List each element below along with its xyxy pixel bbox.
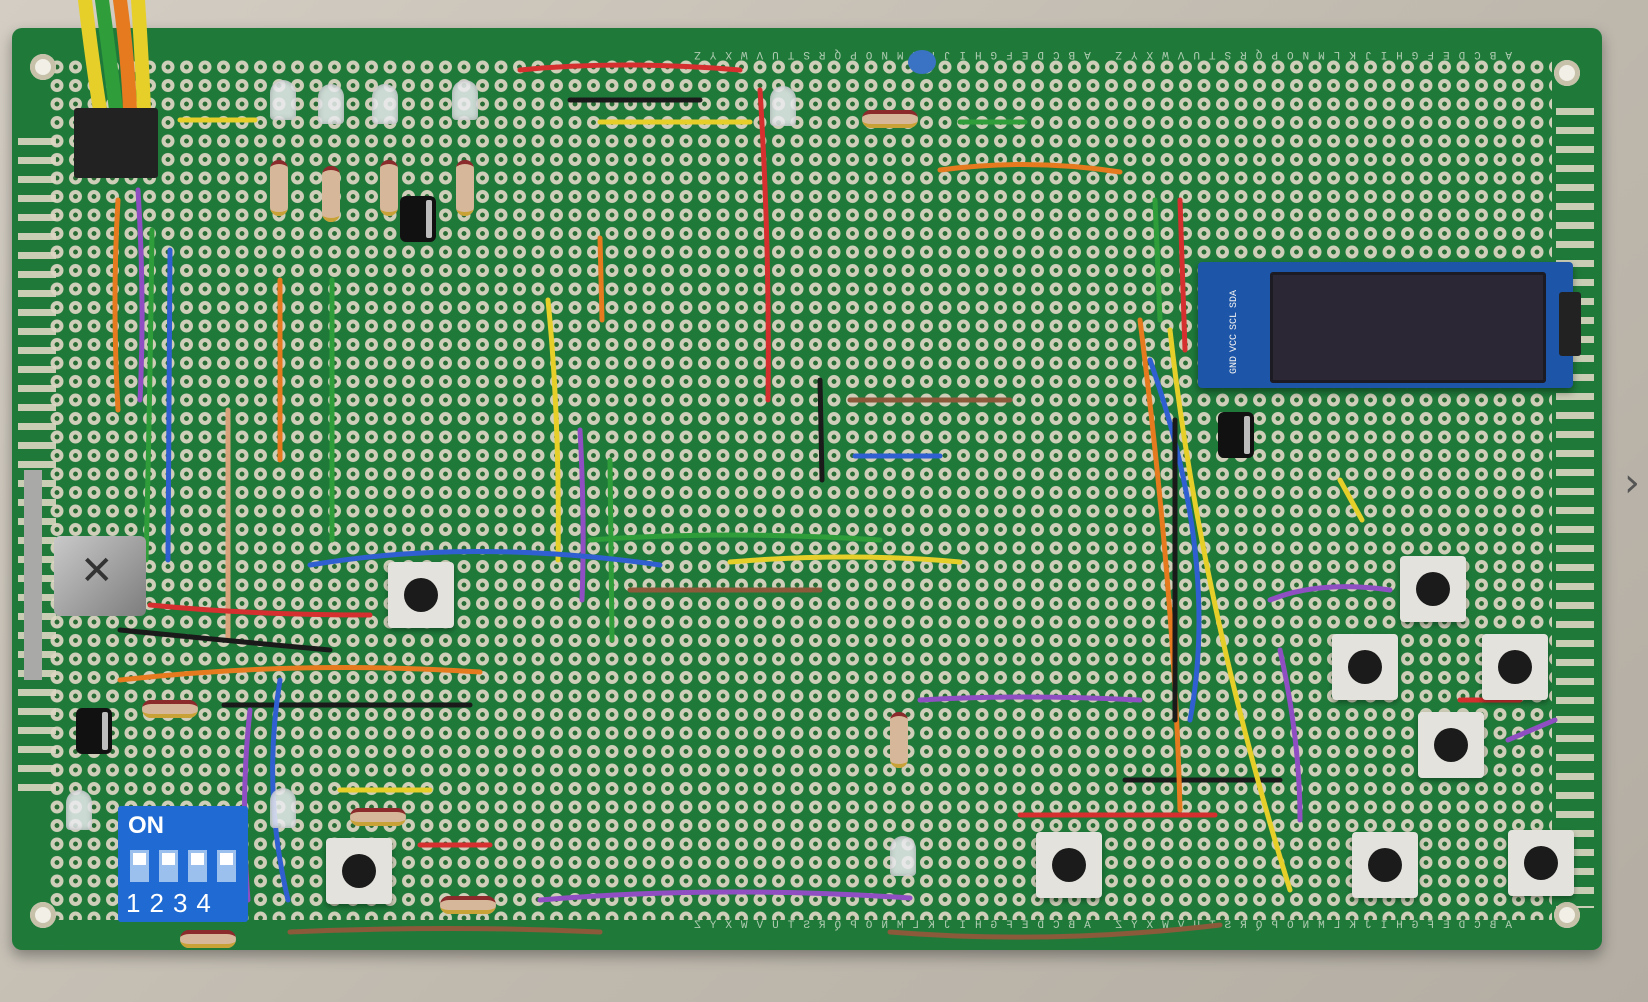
wire-brown [887,922,1223,940]
wire-red [1177,197,1188,353]
electrolytic-capacitor [1218,412,1254,458]
resistor [862,110,918,128]
wire-orange [597,235,605,323]
right-edge-slots [1556,108,1594,908]
wire-red [147,602,373,618]
tactile-button [1400,556,1466,622]
perfboard-hole-grid [48,58,1552,920]
tactile-button [1352,832,1418,898]
dip-lever [188,850,207,882]
dip-position-number: 3 [172,888,188,918]
led-clear [66,790,92,830]
wire-purple [577,427,586,603]
wire-blue [165,247,173,563]
dip-switch: ON 1 2 3 4 [118,806,248,922]
tactile-button [326,838,392,904]
led-clear [890,836,916,876]
wire-orange [937,161,1123,175]
tactile-button [1332,634,1398,700]
wire-purple [1267,584,1393,603]
dip-position-number: 1 [126,888,141,918]
wire-blue [1147,357,1202,723]
wire-red [517,62,743,73]
electrolytic-capacitor [76,708,112,754]
oled-display-module: SDA SCL VCC GND [1198,262,1581,388]
mounting-hole [1554,60,1580,86]
tactile-button [1418,712,1484,778]
oled-pin-labels: SDA SCL VCC GND [1220,282,1250,374]
tactile-button [1508,830,1574,896]
tactile-button [1036,832,1102,898]
oled-flex-cable [1559,292,1581,356]
wire-orange [112,197,121,413]
wire-yellow [1167,327,1293,893]
left-edge-slots [18,138,56,798]
resistor [890,712,908,768]
oled-pin-label: GND [1229,355,1240,374]
wire-yellow [1337,477,1365,523]
wire-black [117,627,333,653]
led-clear [452,80,478,120]
wire-purple [1277,647,1303,823]
wire-green [607,457,615,643]
dip-position-numbers: 1 2 3 4 [126,888,211,919]
mounting-hole [30,902,56,928]
led-clear [318,84,344,124]
electrolytic-capacitor [400,196,436,242]
chevron-right-icon[interactable]: › [1624,460,1640,506]
ir-receiver-module [54,536,146,616]
mounting-hole [1554,902,1580,928]
wire-green [143,227,155,563]
mounting-hole [30,54,56,80]
dip-lever [217,850,236,882]
wire-orange [117,665,483,683]
wire-yellow [545,297,561,563]
wire-purple [537,889,913,903]
dip-on-label: ON [128,812,164,839]
wire-purple [1505,717,1558,743]
wire-green [1152,197,1163,323]
oled-screen [1270,272,1546,383]
pin-header-connector [74,108,158,178]
resistor [456,160,474,216]
tactile-button [1482,634,1548,700]
led-clear [770,86,796,126]
resistor [440,896,496,914]
resistor [380,160,398,216]
ceramic-capacitor [908,50,936,74]
resistor [142,700,198,718]
wire-purple [917,694,1143,703]
wire-blue [270,677,291,903]
resistor [322,166,340,222]
led-clear [372,84,398,124]
dip-switch-levers [130,850,236,882]
wire-yellow [727,554,963,565]
wire-purple [135,187,145,403]
resistor [270,160,288,216]
ir-receiver-bracket [24,470,42,680]
wire-red [757,87,771,403]
wire-green [587,532,883,543]
tactile-button [388,562,454,628]
wire-black [817,377,825,483]
dip-position-number: 2 [149,888,164,918]
dip-position-number: 4 [196,888,211,918]
ribbon-cable [78,0,151,117]
wire-blue [307,549,663,568]
led-clear [270,80,296,120]
resistor [180,930,236,948]
resistor [350,808,406,826]
dip-lever [130,850,149,882]
wire-brown [287,926,603,935]
dip-lever [159,850,178,882]
wire-orange [1137,317,1183,813]
led-clear [270,788,296,828]
